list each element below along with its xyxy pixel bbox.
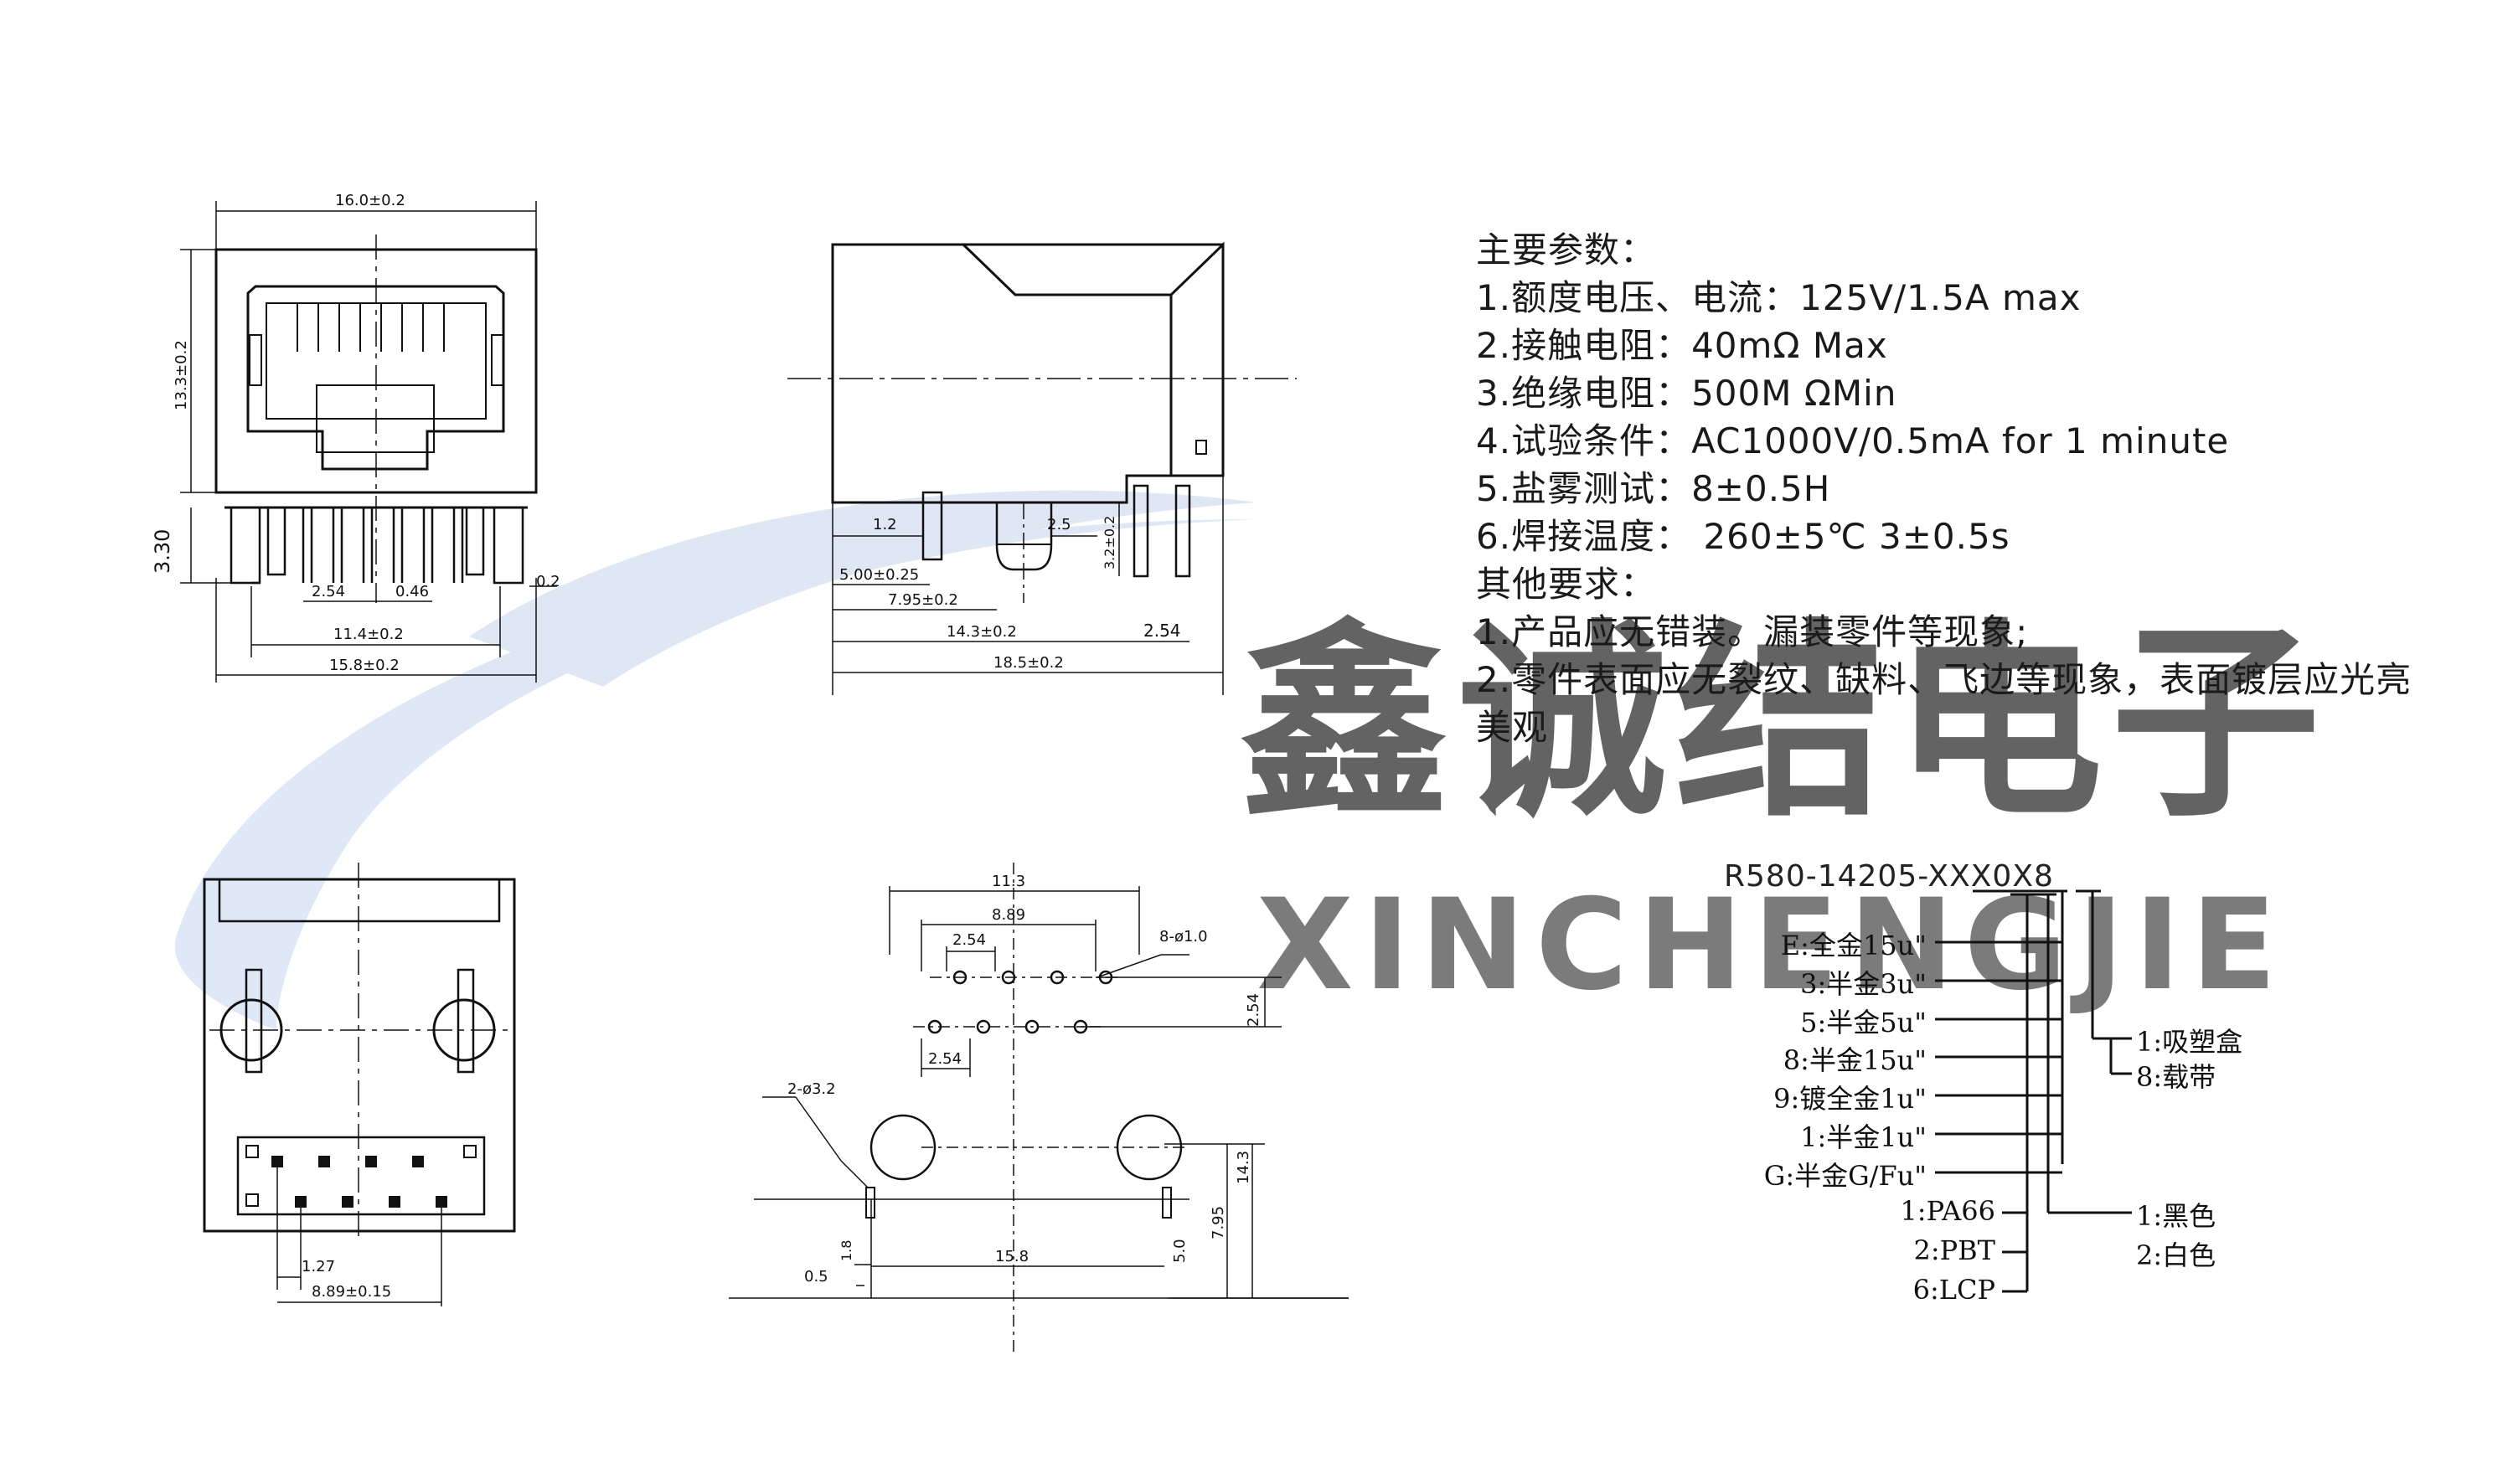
spec-title: 主要参数： (1476, 229, 1657, 271)
front-view: 16.0±0.2 13.3±0.2 3.30 2.54 0.46 0.2 11.… (151, 192, 560, 683)
pcb-h1-label: 14.3 (1235, 1151, 1252, 1184)
watermark-cn: 鑫诚结电子 (1240, 601, 2329, 845)
part-number-tree (1935, 889, 2132, 1293)
packing-option-2: 8:载带 (2136, 1061, 2216, 1093)
spec-item-3: 3.绝缘电阻：500M ΩMin (1476, 373, 1897, 414)
pcb-vpitch-label: 2.54 (1245, 993, 1262, 1027)
other-item-2: 2.零件表面应无裂纹、缺料、飞边等现象，表面镀层应光亮美观 (1476, 659, 2412, 748)
pcb-h4-label: 1.8 (839, 1240, 854, 1261)
side-d7-label: 2.54 (1143, 621, 1181, 641)
front-pitch-label: 2.54 (312, 583, 345, 600)
plating-option-3: 5:半金5u" (1800, 1007, 1927, 1038)
pcb-w1-label: 11.3 (992, 873, 1025, 890)
pcb-span-label: 15.8 (995, 1248, 1029, 1265)
front-pin-width-label: 0.46 (395, 583, 429, 600)
bottom-span-label: 8.89±0.15 (312, 1283, 391, 1301)
plating-option-5: 9:镀全金1u" (1773, 1083, 1927, 1115)
plating-option-4: 8:半金15u" (1783, 1044, 1927, 1076)
spec-block: 主要参数： 1.额度电压、电流：125V/1.5A max 2.接触电阻：40m… (1476, 226, 2448, 751)
pcb-h3-label: 5.0 (1171, 1239, 1189, 1263)
front-pin-length-label: 3.30 (151, 529, 174, 574)
bottom-pitch-label: 1.27 (302, 1258, 335, 1275)
material-option-2: 2:PBT (1913, 1234, 1995, 1266)
watermark-en: XINCHENGJIE (1256, 873, 2287, 1018)
other-title: 其他要求： (1476, 564, 1657, 605)
color-option-2: 2:白色 (2136, 1239, 2216, 1271)
side-d8-label: 18.5±0.2 (993, 654, 1064, 672)
pcb-p1-label: 2.54 (952, 931, 986, 949)
front-width-label: 16.0±0.2 (335, 192, 405, 209)
side-d5-label: 7.95±0.2 (888, 591, 958, 609)
side-d3-label: 3.2±0.2 (1102, 516, 1117, 569)
plating-option-6: 1:半金1u" (1800, 1121, 1927, 1153)
color-option-1: 1:黑色 (2136, 1200, 2216, 1232)
material-option-3: 6:LCP (1912, 1274, 1995, 1306)
other-item-1: 1.产品应无错装。漏装零件等现象; (1476, 611, 2029, 652)
side-d2-label: 2.5 (1047, 516, 1071, 533)
bottom-view: 1.27 8.89±0.15 (203, 863, 516, 1306)
pcb-h5-label: 0.5 (804, 1268, 828, 1286)
side-d6-label: 14.3±0.2 (947, 623, 1017, 641)
pcb-h2-label: 7.95 (1210, 1206, 1227, 1239)
plating-option-7: G:半金G/Fu" (1763, 1160, 1927, 1192)
spec-item-5: 5.盐雾测试：8±0.5H (1476, 468, 1831, 509)
front-span1-label: 11.4±0.2 (333, 626, 404, 643)
pcb-post-label: 2-ø3.2 (787, 1080, 836, 1098)
pcb-holes-label: 8-ø1.0 (1159, 928, 1208, 946)
plating-option-2: 3:半金3u" (1800, 968, 1927, 1000)
spec-item-1: 1.额度电压、电流：125V/1.5A max (1476, 277, 2082, 318)
watermark-swoosh-icon (174, 519, 1256, 1030)
spec-item-4: 4.试验条件：AC1000V/0.5mA for 1 minute (1476, 420, 2230, 461)
side-d1-label: 1.2 (873, 516, 897, 533)
pcb-layout: 11.3 8.89 2.54 2.54 8-ø1.0 2.54 2-ø3.2 1… (729, 863, 1349, 1357)
pcb-p2-label: 2.54 (928, 1050, 962, 1068)
pcb-w2-label: 8.89 (992, 906, 1025, 924)
plating-option-1: E:全金15u" (1780, 930, 1927, 961)
spec-item-2: 2.接触电阻：40mΩ Max (1476, 325, 1888, 366)
packing-option-1: 1:吸塑盒 (2136, 1026, 2243, 1058)
front-height-label: 13.3±0.2 (173, 340, 190, 410)
side-view: 1.2 2.5 3.2±0.2 5.00±0.25 7.95±0.2 14.3±… (787, 241, 1297, 695)
spec-item-6: 6.焊接温度： 260±5℃ 3±0.5s (1476, 516, 2010, 557)
side-d4-label: 5.00±0.25 (839, 566, 919, 584)
front-thickness-label: 0.2 (536, 573, 560, 590)
part-number: R580-14205-XXX0X8 (1724, 859, 2054, 894)
front-span2-label: 15.8±0.2 (329, 657, 400, 674)
material-option-1: 1:PA66 (1900, 1195, 1995, 1227)
